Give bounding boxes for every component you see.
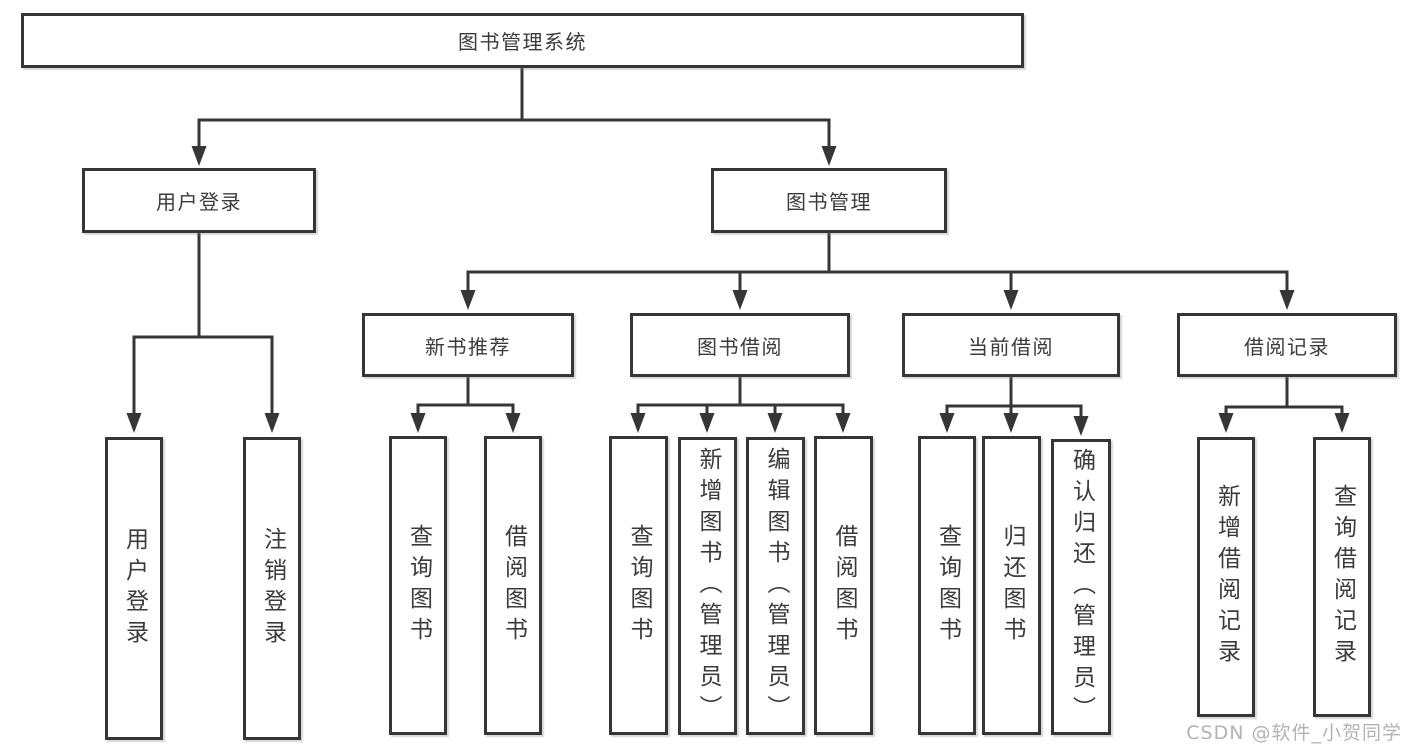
- leaf-recommend-query-books: 查询图书: [389, 436, 447, 735]
- node-label: 用户登录: [121, 526, 148, 651]
- arrowhead: [835, 413, 851, 433]
- leaf-logout: 注销登录: [243, 437, 301, 740]
- node-label: 查询借阅记录: [1329, 484, 1356, 670]
- node-label: 新书推荐: [425, 334, 511, 359]
- node-label: 查询图书: [626, 523, 652, 648]
- edges-book-borrow: [630, 375, 851, 433]
- node-label: 借阅图书: [831, 523, 857, 648]
- node-label: 图书管理系统: [458, 30, 587, 54]
- node-label: 编辑图书（管理员）: [763, 446, 789, 726]
- node-book-borrow: 图书借阅: [630, 313, 850, 377]
- arrowhead: [126, 413, 142, 433]
- arrowhead: [1279, 290, 1295, 310]
- edges-user-login: [126, 231, 280, 433]
- leaf-borrow-add-books-admin: 新增图书（管理员）: [678, 437, 737, 735]
- node-label: 确认归还（管理员）: [1068, 447, 1095, 727]
- arrowhead: [939, 413, 955, 433]
- node-label: 查询图书: [405, 523, 432, 648]
- arrowhead: [410, 413, 426, 433]
- arrowhead: [821, 146, 837, 166]
- edges-root: [191, 66, 837, 166]
- leaf-current-return-books: 归还图书: [982, 436, 1041, 735]
- node-label: 新增图书（管理员）: [695, 446, 721, 726]
- arrowhead: [1003, 413, 1019, 433]
- leaf-borrow-edit-books-admin: 编辑图书（管理员）: [746, 437, 805, 735]
- arrowhead: [191, 146, 207, 166]
- node-label: 图书借阅: [697, 334, 783, 359]
- node-label: 借阅记录: [1244, 334, 1330, 359]
- edges-book-management: [460, 231, 1295, 310]
- node-label: 借阅图书: [500, 523, 527, 648]
- node-book-management: 图书管理: [711, 168, 947, 233]
- arrowhead: [732, 290, 748, 310]
- node-label: 用户登录: [156, 190, 242, 214]
- arrowhead: [767, 413, 783, 433]
- node-label: 归还图书: [999, 523, 1025, 648]
- arrowhead: [505, 413, 521, 433]
- csdn-watermark: CSDN @软件_小贺同学: [1186, 722, 1402, 744]
- node-label: 查询图书: [934, 523, 961, 648]
- arrowhead: [1003, 290, 1019, 310]
- edges-current-borrow: [939, 375, 1089, 436]
- leaf-recommend-borrow-books: 借阅图书: [484, 436, 542, 735]
- leaf-user-login: 用户登录: [105, 437, 163, 740]
- node-new-book-recommend: 新书推荐: [362, 313, 574, 377]
- arrowhead: [630, 413, 646, 433]
- node-borrow-records: 借阅记录: [1177, 313, 1397, 377]
- node-user-login: 用户登录: [82, 168, 316, 233]
- leaf-borrow-borrow-books: 借阅图书: [814, 436, 873, 735]
- edges-borrow-records: [1218, 375, 1350, 433]
- leaf-current-confirm-return-admin: 确认归还（管理员）: [1051, 439, 1111, 735]
- leaf-records-query-borrow-record: 查询借阅记录: [1313, 437, 1371, 717]
- node-current-borrow: 当前借阅: [902, 313, 1120, 377]
- arrowhead: [264, 413, 280, 433]
- arrowhead: [699, 413, 715, 433]
- leaf-current-query-books: 查询图书: [918, 436, 976, 735]
- leaf-borrow-query-books: 查询图书: [609, 436, 668, 735]
- arrowhead: [460, 290, 476, 310]
- edges-new-book-recommend: [410, 375, 521, 433]
- arrowhead: [1218, 413, 1234, 433]
- node-label: 新增借阅记录: [1213, 484, 1240, 670]
- node-label: 当前借阅: [968, 334, 1054, 359]
- node-label: 注销登录: [259, 526, 286, 651]
- arrowhead: [1334, 413, 1350, 433]
- node-library-management-system: 图书管理系统: [21, 13, 1024, 68]
- leaf-records-add-borrow-record: 新增借阅记录: [1197, 437, 1255, 717]
- node-label: 图书管理: [786, 190, 872, 214]
- arrowhead: [1073, 416, 1089, 436]
